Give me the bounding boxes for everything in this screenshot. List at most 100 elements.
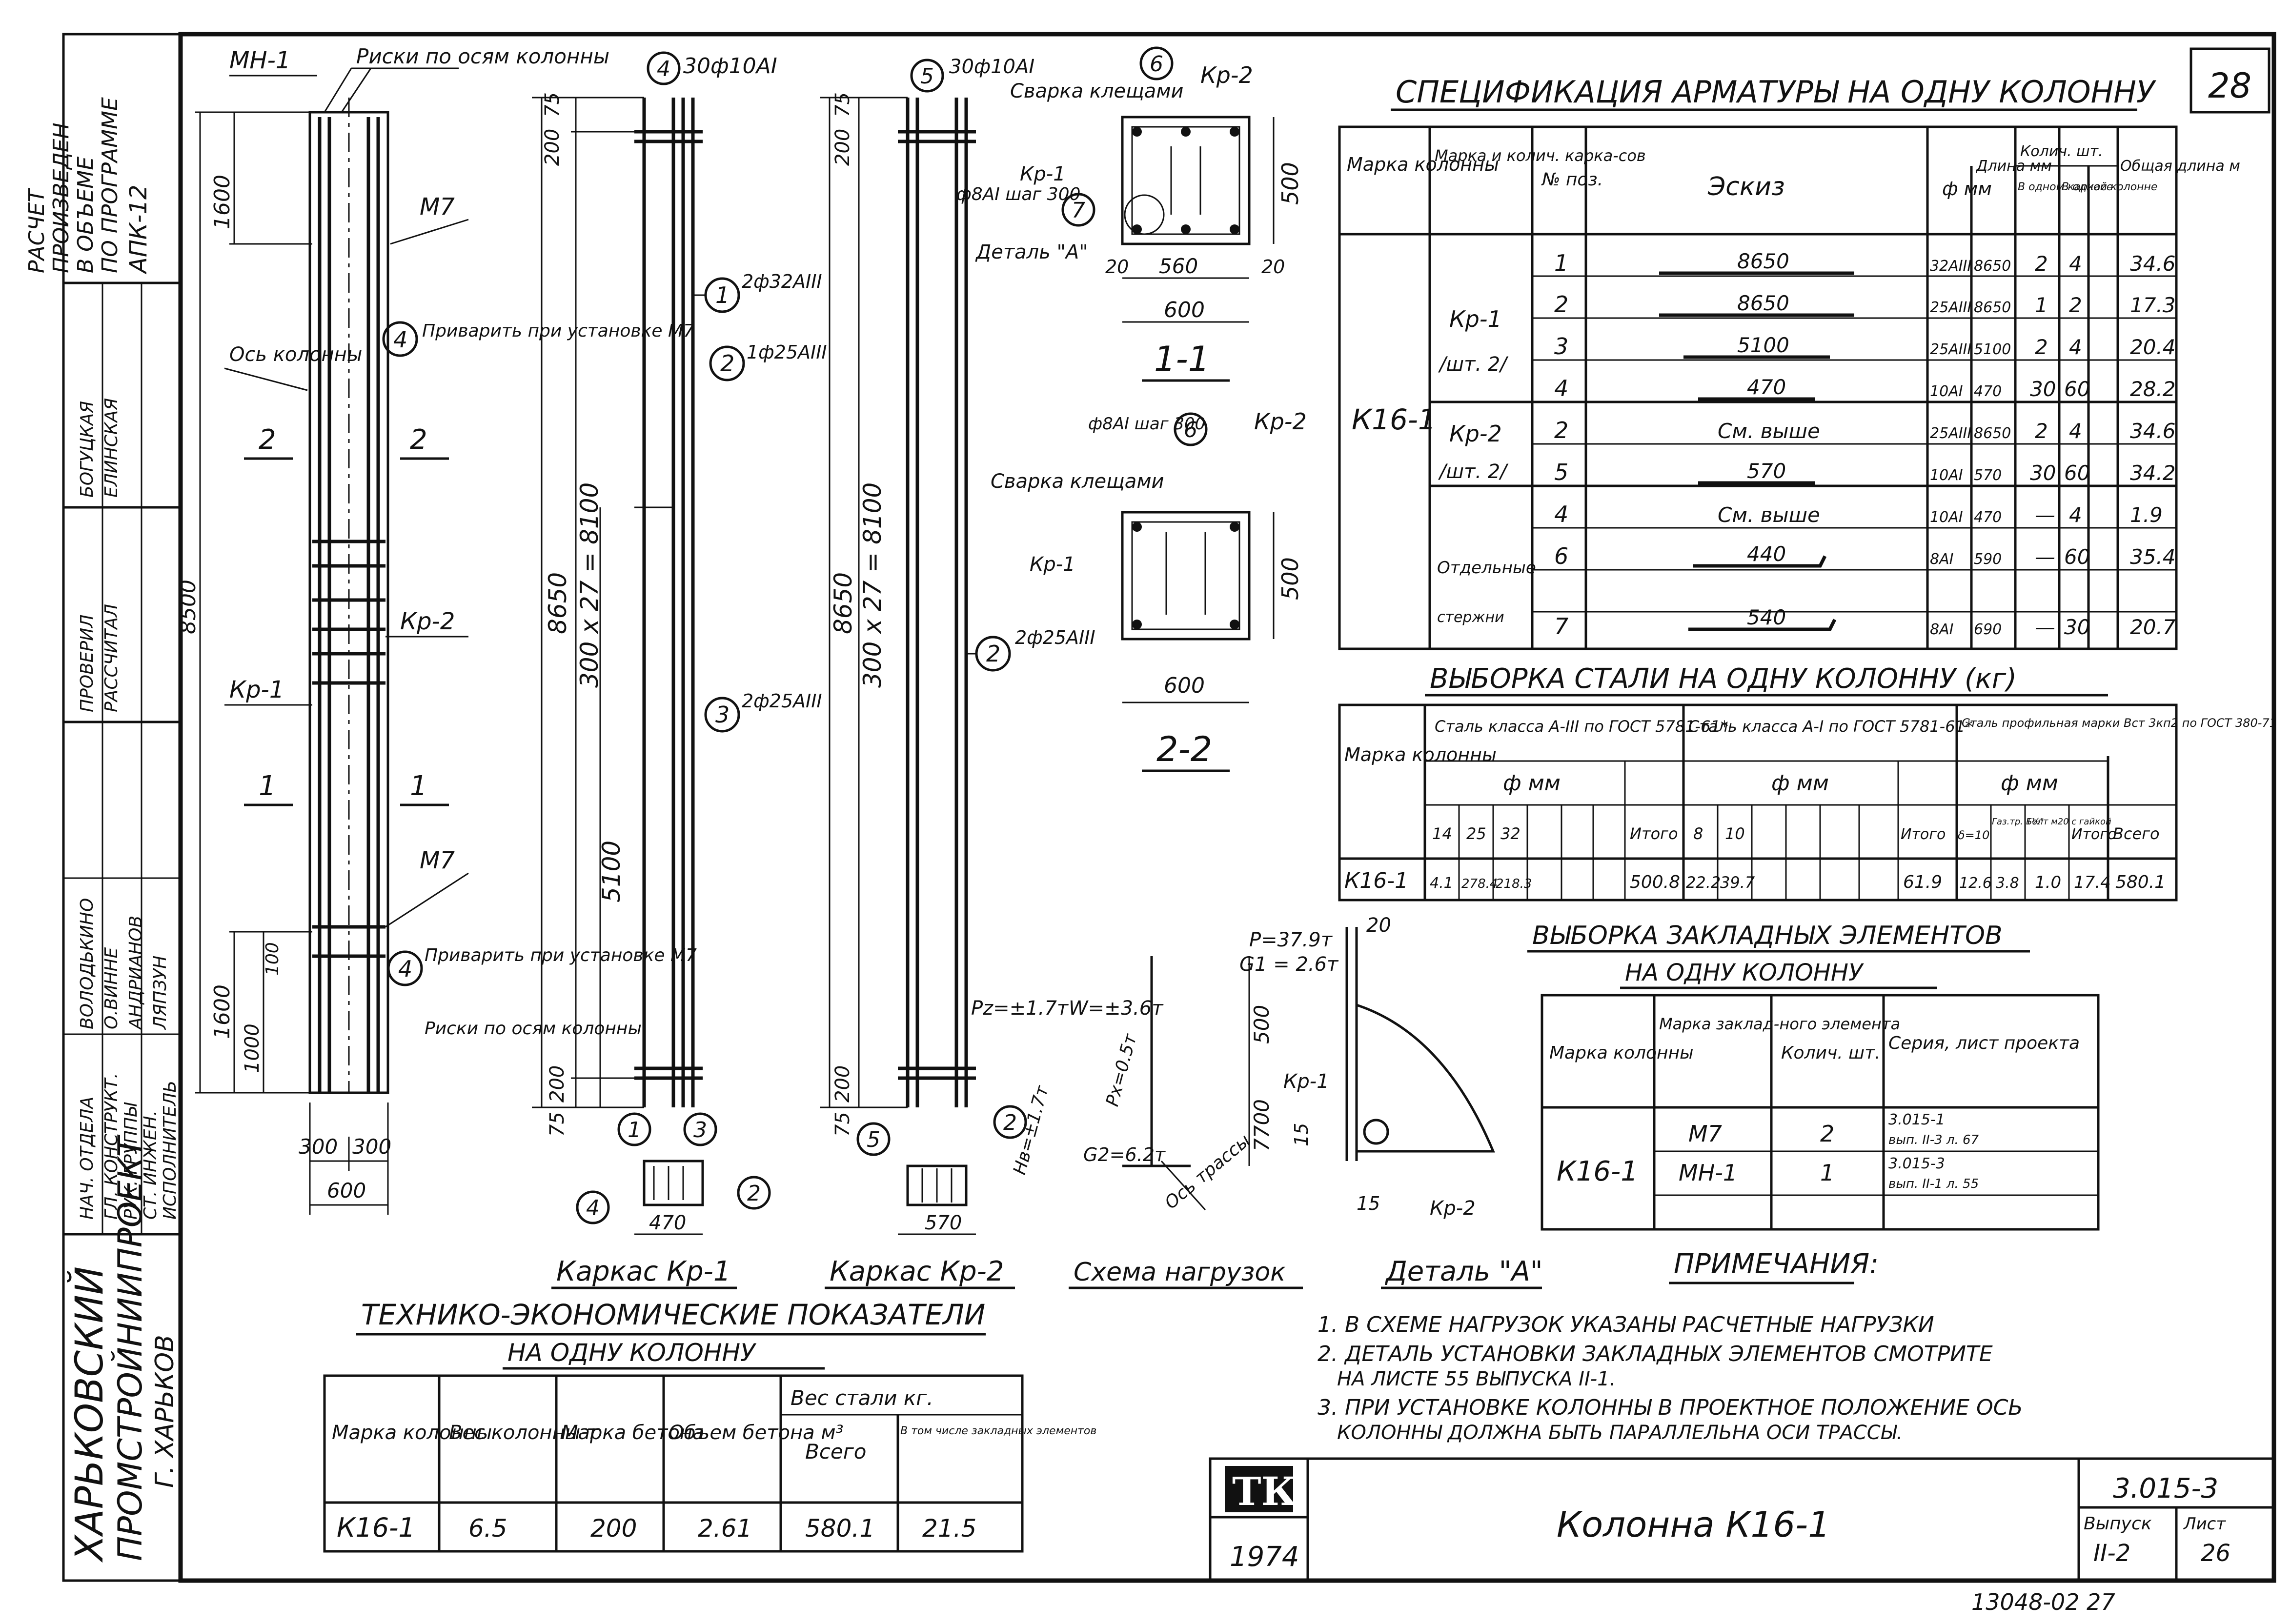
steel-h-dia-a1: ф мм	[1771, 771, 1829, 796]
dim-8500: 8500	[176, 580, 201, 634]
s22-f8-label: ф8АI шаг 300	[1088, 414, 1205, 434]
steel-val-sheet: 12.6	[1959, 875, 1992, 892]
spec-sketch: См. выше	[1718, 503, 1820, 527]
tep-table: ТЕХНИКО-ЭКОНОМИЧЕСКИЕ ПОКАЗАТЕЛИ НА ОДНУ…	[323, 1298, 1096, 1553]
role-2: РУК. ГРУППЫ	[121, 1102, 141, 1220]
role-5: ПРОВЕРИЛ	[77, 615, 97, 712]
title-block: ТК 1974 Колонна К16-1 3.015-3 Выпуск II-…	[1209, 1457, 2275, 1615]
steel-val-total-a1: 61.9	[1903, 872, 1942, 892]
steel-val-total-a3: 500.8	[1630, 872, 1680, 892]
weld-note-top: Приварить при установке М7	[422, 321, 694, 341]
load-dim-500: 500	[1250, 1005, 1274, 1044]
load-title: Схема нагрузок	[1074, 1258, 1286, 1287]
spec-n2: 60	[2064, 545, 2090, 569]
weld-note-bottom: Приварить при установке М7	[425, 945, 697, 965]
tep-val-steel: 580.1	[805, 1514, 875, 1543]
calc-note-0: РАСЧЕТ	[24, 188, 49, 273]
emb-mark: К16-1	[1557, 1156, 1638, 1187]
spec-cage: Кр-2	[1449, 421, 1502, 447]
spec-table: СПЕЦИФИКАЦИЯ АРМАТУРЫ НА ОДНУ КОЛОННУ Ма…	[1338, 74, 2240, 650]
steel-col-8: 8	[1693, 824, 1703, 843]
emb-h-mark: Марка колонны	[1549, 1043, 1694, 1063]
spec-dia: 25АIII	[1930, 425, 1971, 442]
cage1-dim-8650: 8650	[544, 572, 572, 634]
spec-sh-cage: В одном каркасе	[2018, 181, 2113, 193]
org-name-2: ПРОМСТРОЙНИИПРОЕКТ	[111, 1134, 150, 1561]
load-px-label: Рx=0.5т	[1102, 1031, 1141, 1108]
pos4-circle-bottom: 4	[398, 956, 412, 982]
steel-col-25: 25	[1466, 824, 1486, 843]
steel-h-a3: Сталь класса А-III по ГОСТ 5781-61*	[1435, 717, 1728, 736]
cage1-dim-5100: 5100	[597, 841, 626, 902]
spec-dia: 10АI	[1930, 467, 1963, 484]
spec-pos: 7	[1554, 613, 1568, 640]
tk-logo	[1225, 1466, 1293, 1512]
kp2-label: Кр-2	[400, 608, 455, 635]
spec-len: 8650	[1974, 299, 2011, 316]
cage2-dim-200-top: 200	[831, 129, 854, 166]
cage1-title: Каркас Кр-1	[556, 1256, 731, 1287]
load-scheme: Р=37.9т G1 = 2.6т Рz=±1.7т W=±3.6т Рx=0.…	[971, 929, 1339, 1289]
spec-n1: 30	[2030, 461, 2056, 485]
spec-total: 34.2	[2130, 461, 2176, 485]
spec-cage: /шт. 2/	[1438, 353, 1509, 376]
tk-logo-text: ТК	[1232, 1468, 1297, 1514]
emb-el: МН-1	[1679, 1160, 1737, 1186]
spec-n1: —	[2035, 545, 2055, 569]
dim-600: 600	[327, 1179, 366, 1203]
steel-col-14: 14	[1432, 824, 1452, 843]
s22-kp2-label: Кр-2	[1254, 408, 1307, 435]
tep-h-mark: Марка колонны	[332, 1422, 492, 1444]
s11-dim-20-left: 20	[1105, 256, 1129, 278]
cage1-top-label: 30ф10АI	[683, 54, 777, 79]
issue-value: II-2	[2093, 1540, 2130, 1567]
steel-row-mark: К16-1	[1344, 868, 1408, 893]
spec-pos: 4	[1554, 501, 1568, 527]
role-1: ГЛ. КОНСТРУКТ.	[101, 1073, 122, 1220]
cage1-pos1-circle: 1	[715, 282, 730, 308]
spec-h-total: Общая длина м	[2120, 158, 2240, 175]
detail-dim-15-b: 15	[1357, 1193, 1380, 1214]
steel-h-dia-prof: ф мм	[2001, 771, 2058, 796]
steel-h-dia-a3: ф мм	[1503, 771, 1561, 796]
spec-h-count: Колич. шт.	[2020, 143, 2103, 160]
steel-title: ВЫБОРКА СТАЛИ НА ОДНУ КОЛОННУ (кг)	[1430, 663, 2017, 695]
s11-f8-label: ф8АI шаг 300	[956, 184, 1080, 204]
spec-row: 2 8650 25АIII 8650 1 2 17.3	[1554, 291, 2176, 318]
spec-len: 690	[1974, 621, 2002, 638]
spec-pos: 2	[1554, 417, 1568, 443]
tep-h-steel: Вес стали кг.	[791, 1386, 933, 1410]
cage1-label-3: 2ф25АIII	[742, 690, 822, 712]
notes-title: ПРИМЕЧАНИЯ:	[1674, 1248, 1879, 1280]
spec-dia: 25АIII	[1930, 341, 1971, 358]
spec-len: 8650	[1974, 258, 2011, 275]
list-label: Лист	[2183, 1514, 2226, 1534]
emb-ref1: 3.015-3	[1888, 1155, 1945, 1172]
sec1-right: 1	[410, 770, 427, 802]
cage1-dim-75-top: 75	[541, 92, 564, 117]
org-city: Г. ХАРЬКОВ	[150, 1335, 180, 1488]
sheet-title: Колонна К16-1	[1557, 1504, 1830, 1545]
emb-ref2: вып. II-1 л. 55	[1888, 1177, 1979, 1191]
spec-pos: 5	[1554, 459, 1568, 485]
spec-total: 17.3	[2130, 293, 2176, 317]
tep-val-grade: 200	[590, 1514, 637, 1543]
m7-label-bottom: М7	[420, 847, 455, 874]
spec-total: 20.7	[2130, 615, 2176, 639]
steel-h-a1: Сталь класса А-I по ГОСТ 5781-61*	[1688, 717, 1973, 736]
role-6: РАССЧИТАЛ	[101, 604, 122, 712]
dim-1600-bottom: 1600	[210, 984, 235, 1039]
name-1: О.ВИННЕ	[101, 947, 122, 1029]
detail-dim-20: 20	[1366, 914, 1391, 937]
s11-dim-600: 600	[1164, 298, 1205, 322]
steel-val-32: 218.3	[1496, 877, 1532, 891]
cage2-dim-8650: 8650	[829, 572, 857, 634]
cage2-pos2-circle: 2	[986, 641, 1000, 667]
emb-h-ref: Серия, лист проекта	[1888, 1033, 2080, 1053]
cage2-sec-pos5: 5	[867, 1127, 880, 1152]
note-3: 3. ПРИ УСТАНОВКЕ КОЛОННЫ В ПРОЕКТНОЕ ПОЛ…	[1318, 1395, 2023, 1420]
name-2: АНДРИАНОВ	[126, 916, 146, 1030]
load-g2-label: G2=6.2т	[1083, 1144, 1166, 1165]
emb-h-count: Колич. шт.	[1781, 1043, 1881, 1063]
cage1-dim-200-top: 200	[541, 129, 564, 166]
